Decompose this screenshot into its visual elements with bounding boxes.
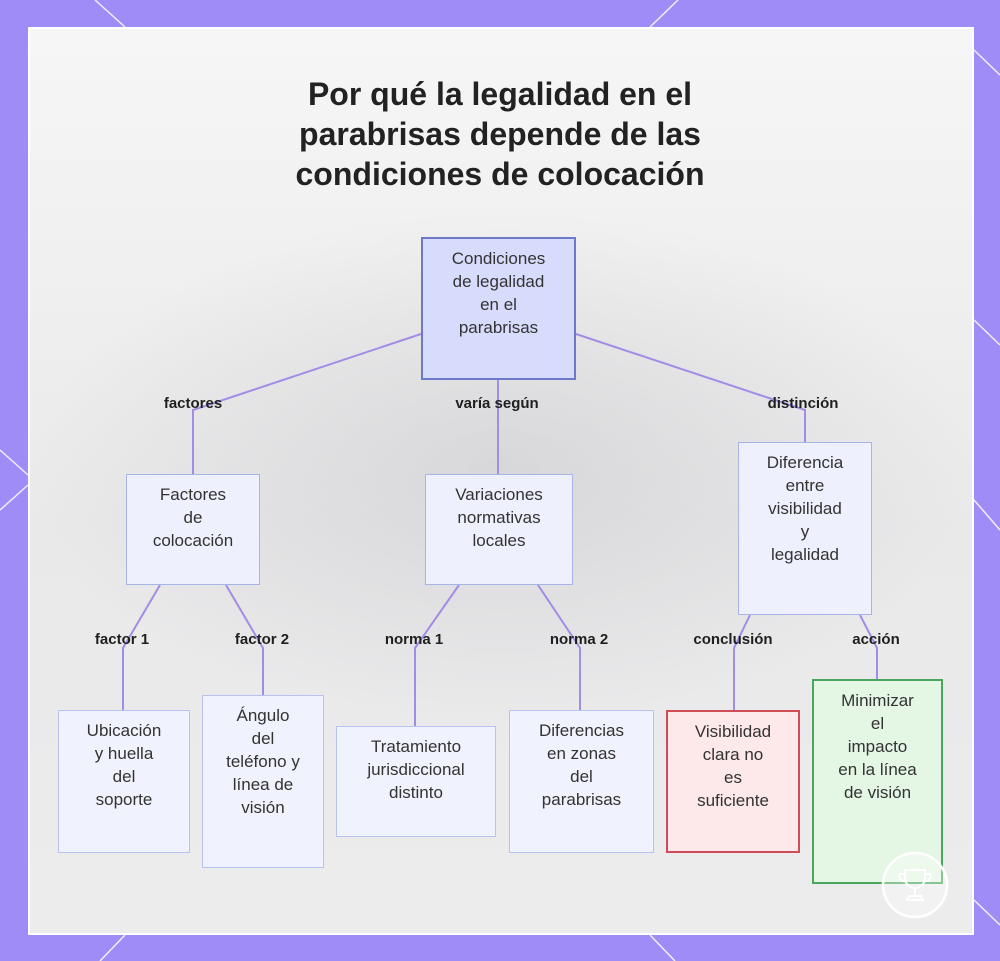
trophy-seal-icon (880, 850, 950, 920)
edge-label-factores: factores (164, 395, 222, 412)
node-visibilidad-no-suficiente[interactable]: Visibilidad clara no es suficiente (666, 710, 800, 853)
edge-label-conclusion: conclusión (693, 631, 772, 648)
edge-label-factor-2: factor 2 (235, 631, 289, 648)
edge-label-varia-segun: varía según (455, 395, 538, 412)
edge-label-norma-1: norma 1 (385, 631, 443, 648)
edge-root-diferencia (576, 334, 805, 442)
node-diferencia-visibilidad-legalidad[interactable]: Diferencia entre visibilidad y legalidad (738, 442, 872, 615)
node-diferencias-zonas[interactable]: Diferencias en zonas del parabrisas (509, 710, 654, 853)
edge-label-factor-1: factor 1 (95, 631, 149, 648)
node-condiciones-legalidad[interactable]: Condiciones de legalidad en el parabrisa… (421, 237, 576, 380)
node-variaciones-normativas[interactable]: Variaciones normativas locales (425, 474, 573, 585)
node-tratamiento-jurisdiccional[interactable]: Tratamiento jurisdiccional distinto (336, 726, 496, 837)
edge-root-factores (193, 334, 421, 474)
node-factores-colocacion[interactable]: Factores de colocación (126, 474, 260, 585)
edge-variaciones-tratamiento (415, 585, 459, 726)
edge-label-norma-2: norma 2 (550, 631, 608, 648)
edge-label-distincion: distinción (768, 395, 839, 412)
edge-label-accion: acción (852, 631, 900, 648)
node-angulo-telefono[interactable]: Ángulo del teléfono y línea de visión (202, 695, 324, 868)
node-ubicacion-soporte[interactable]: Ubicación y huella del soporte (58, 710, 190, 853)
edge-diferencia-visibilidad (734, 615, 750, 710)
